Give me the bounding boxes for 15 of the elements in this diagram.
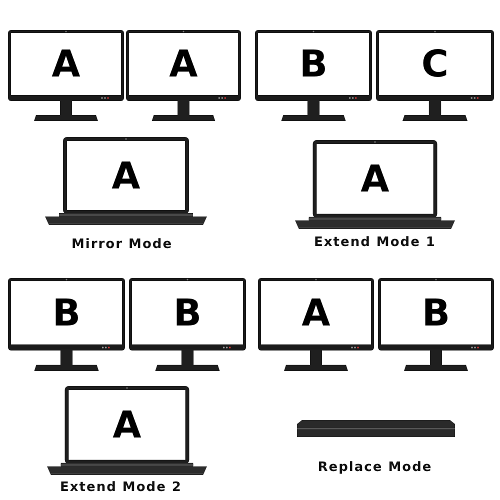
screen-letter: A xyxy=(302,294,330,332)
mode-caption: Extend Mode 1 xyxy=(314,236,436,250)
screen-letter: A xyxy=(112,406,142,444)
screen-letter: A xyxy=(360,160,390,198)
screen-letter: B xyxy=(422,294,450,332)
mode-caption: Extend Mode 2 xyxy=(60,481,182,496)
screen-letter: B xyxy=(52,294,81,332)
mode-caption: Replace Mode xyxy=(318,461,432,476)
screen-letter: A xyxy=(52,46,80,82)
screen-letter: B xyxy=(299,46,328,82)
screen-letter: B xyxy=(173,294,202,332)
mode-caption: Mirror Mode xyxy=(71,238,173,252)
screen-letter: A xyxy=(112,157,140,194)
screen-letter: A xyxy=(169,46,198,82)
screen-letter: C xyxy=(421,46,449,82)
